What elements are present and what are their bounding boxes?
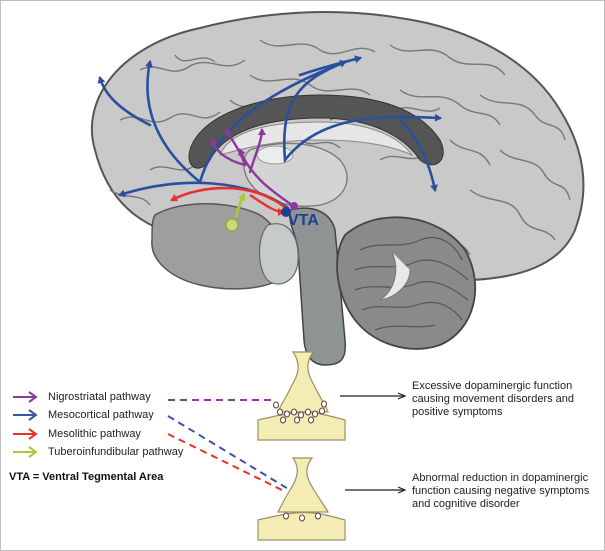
description-line: Abnormal reduction in dopaminergic bbox=[412, 472, 589, 484]
legend-label: Tuberoinfundibular pathway bbox=[48, 446, 184, 458]
pons bbox=[258, 223, 299, 285]
legend-label: Mesocortical pathway bbox=[48, 409, 154, 421]
purple-arrow-icon bbox=[13, 391, 38, 403]
lateral-ventricle bbox=[219, 121, 414, 157]
tuberoinfundibular-pathway-arrow bbox=[234, 193, 246, 219]
vta-label: VTA bbox=[288, 212, 319, 229]
temporal-lobe bbox=[151, 203, 287, 290]
description-line: function causing negative symptoms bbox=[412, 485, 590, 497]
vta-nucleus bbox=[281, 207, 291, 217]
legend-label: Mesolithic pathway bbox=[48, 428, 141, 440]
mesolimbic-pathway-arrow bbox=[249, 194, 285, 216]
blue-arrow-icon bbox=[13, 409, 38, 421]
nigrostriatal-pathway-arrows bbox=[209, 128, 294, 207]
substantia-nigra-nucleus bbox=[290, 202, 298, 210]
legend-label: Nigrostriatal pathway bbox=[48, 391, 151, 403]
legend-item-nigrostriatal: Nigrostriatal pathway bbox=[12, 389, 151, 405]
synapse-upper bbox=[257, 351, 346, 441]
corpus-callosum bbox=[188, 94, 444, 169]
vta-definition: VTA = Ventral Tegmental Area bbox=[9, 471, 164, 483]
arbor-vitae bbox=[379, 251, 411, 301]
synapse-lower bbox=[257, 457, 346, 541]
red-arrow-icon bbox=[13, 428, 38, 440]
cerebellum bbox=[336, 216, 477, 350]
pituitary bbox=[225, 218, 239, 232]
red-dashed-connector bbox=[167, 433, 287, 493]
reduction-function-description: Abnormal reduction in dopaminergic funct… bbox=[412, 472, 605, 511]
description-line: causing movement disorders and bbox=[412, 393, 575, 405]
green-arrow-icon bbox=[13, 446, 38, 458]
legend-item-tuberoinfundibular: Tuberoinfundibular pathway bbox=[12, 444, 183, 460]
description-line: and cognitive disorder bbox=[412, 498, 520, 510]
excessive-function-description: Excessive dopaminergic function causing … bbox=[412, 380, 605, 419]
legend-item-mesocortical: Mesocortical pathway bbox=[12, 407, 154, 423]
description-line: positive symptoms bbox=[412, 406, 503, 418]
description-line: Excessive dopaminergic function bbox=[412, 380, 573, 392]
mesolimbic-pathway-arrow bbox=[170, 186, 290, 212]
legend-item-mesolithic: Mesolithic pathway bbox=[12, 426, 141, 442]
